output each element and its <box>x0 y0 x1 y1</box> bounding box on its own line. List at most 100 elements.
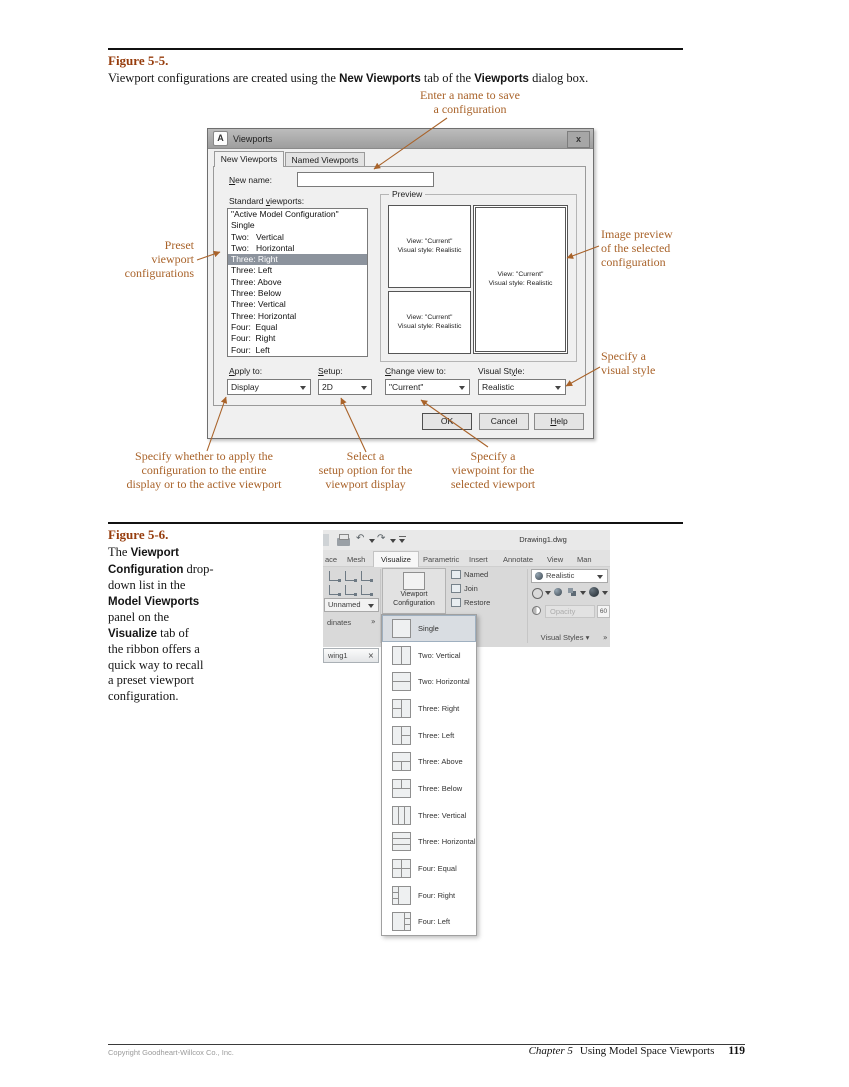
panel-expand-icon[interactable]: » <box>371 617 376 626</box>
menu-item-three-vertical[interactable]: Three: Vertical <box>382 802 476 829</box>
tab-manage-partial[interactable]: Man <box>577 555 592 564</box>
redo-icon[interactable]: ↷ <box>377 533 386 544</box>
file-tab-drawing1[interactable]: wing1× <box>323 648 379 663</box>
chevron-down-icon[interactable] <box>390 539 396 543</box>
help-button[interactable]: Help <box>534 413 584 430</box>
chevron-down-icon[interactable] <box>602 591 608 595</box>
preview-viewport-bottom-left[interactable]: View: "Current" Visual style: Realistic <box>388 291 471 354</box>
menu-item-four-right[interactable]: Four: Right <box>382 882 476 909</box>
viewport-three-below-icon <box>392 778 411 798</box>
menu-item-three-left[interactable]: Three: Left <box>382 722 476 749</box>
edge-effects-icon[interactable] <box>532 588 543 599</box>
cancel-button[interactable]: Cancel <box>479 413 529 430</box>
footer-chapter: Chapter 5 <box>528 1045 573 1057</box>
viewports-dialog: A Viewports x New Viewports Named Viewpo… <box>207 128 594 439</box>
menu-item-three-below[interactable]: Three: Below <box>382 775 476 802</box>
menu-item-two-horizontal[interactable]: Two: Horizontal <box>382 668 476 695</box>
menu-item-four-equal[interactable]: Four: Equal <box>382 855 476 882</box>
change-view-select[interactable]: "Current" <box>385 379 470 395</box>
list-item[interactable]: Two: Horizontal <box>231 242 295 253</box>
preview-viewport-right-selected[interactable]: View: "Current" Visual style: Realistic <box>473 205 568 354</box>
menu-item-two-vertical[interactable]: Two: Vertical <box>382 642 476 669</box>
chevron-down-icon[interactable] <box>545 591 551 595</box>
annotation-apply-to: Specify whether to apply the configurati… <box>126 449 282 491</box>
tab-page: New name: Standard viewports: "Active Mo… <box>213 166 586 406</box>
list-item[interactable]: Four: Equal <box>231 321 278 332</box>
join-button[interactable]: Join <box>451 584 478 593</box>
opacity-icon[interactable] <box>532 606 541 615</box>
apply-to-select[interactable]: Display <box>227 379 311 395</box>
figure6-caption: The Viewport Configuration drop- down li… <box>108 545 308 704</box>
viewport-configuration-label: Viewport Configuration <box>393 591 435 607</box>
ucs-icon[interactable] <box>361 571 373 582</box>
panel-expand-icon[interactable]: » <box>603 633 608 642</box>
chevron-down-icon[interactable] <box>580 591 586 595</box>
restore-viewports-icon <box>451 598 461 607</box>
list-item[interactable]: Three: Left <box>231 265 273 276</box>
restore-button[interactable]: Restore <box>451 598 490 607</box>
ucs-icon[interactable] <box>329 571 341 582</box>
ucs-named-select[interactable]: Unnamed <box>324 598 379 612</box>
chevron-down-icon[interactable] <box>369 539 375 543</box>
face-effects-icon[interactable] <box>568 588 573 593</box>
tab-new-viewports[interactable]: New Viewports <box>214 151 284 167</box>
visual-styles-panel-label[interactable]: Visual Styles ▾ <box>540 633 590 642</box>
close-icon[interactable]: x <box>567 131 590 148</box>
list-item[interactable]: Four: Right <box>231 333 276 344</box>
partial-icon <box>323 534 329 546</box>
opacity-value[interactable]: 60 <box>597 605 610 618</box>
menu-item-four-left[interactable]: Four: Left <box>382 908 476 935</box>
visual-style-select[interactable]: Realistic <box>478 379 566 395</box>
printer-icon[interactable] <box>337 534 350 546</box>
ucs-icon[interactable] <box>329 585 341 596</box>
list-item[interactable]: "Active Model Configuration" <box>231 209 339 219</box>
menu-item-three-above[interactable]: Three: Above <box>382 748 476 775</box>
tab-named-viewports[interactable]: Named Viewports <box>285 152 365 167</box>
list-item[interactable]: Three: Horizontal <box>231 310 297 321</box>
setup-label: Setup: <box>318 366 343 376</box>
undo-icon[interactable]: ↶ <box>356 533 365 544</box>
new-name-input[interactable] <box>297 172 434 187</box>
tab-view[interactable]: View <box>547 555 564 564</box>
list-item[interactable]: Three: Above <box>231 276 282 287</box>
list-item[interactable]: Two: Vertical <box>231 231 284 242</box>
environment-sphere-icon[interactable] <box>589 587 599 597</box>
ucs-icon[interactable] <box>345 571 357 582</box>
tab-parametric[interactable]: Parametric <box>423 555 460 564</box>
tab-surface-partial[interactable]: ace <box>325 555 338 564</box>
named-button[interactable]: Named <box>451 570 488 579</box>
qat-customize-icon[interactable] <box>399 536 406 537</box>
annotation-enter-name: Enter a name to save a configuration <box>420 88 520 116</box>
annotation-preset-configurations: Preset viewport configurations <box>124 238 194 280</box>
list-item[interactable]: Three: Vertical <box>231 299 286 310</box>
shaded-sphere-icon[interactable] <box>554 588 562 596</box>
realistic-style-icon <box>535 572 543 580</box>
preview-viewport-top-left[interactable]: View: "Current" Visual style: Realistic <box>388 205 471 288</box>
list-item[interactable]: Four: Left <box>231 344 270 355</box>
menu-item-three-horizontal[interactable]: Three: Horizontal <box>382 828 476 855</box>
menu-item-three-right[interactable]: Three: Right <box>382 695 476 722</box>
caption-text: panel on the <box>108 610 170 624</box>
tab-insert[interactable]: Insert <box>469 555 488 564</box>
close-icon[interactable]: × <box>367 651 374 660</box>
viewport-single-icon <box>403 572 425 590</box>
setup-select[interactable]: 2D <box>318 379 372 395</box>
viewport-three-horizontal-icon <box>392 832 411 852</box>
ucs-icon[interactable] <box>345 585 357 596</box>
list-item-selected[interactable]: Three: Right <box>228 254 367 266</box>
tab-mesh[interactable]: Mesh <box>347 555 366 564</box>
opacity-slider[interactable]: Opacity <box>545 605 595 618</box>
viewport-configuration-button[interactable]: Viewport Configuration <box>382 568 446 614</box>
list-item[interactable]: Three: Below <box>231 288 282 299</box>
standard-viewports-list[interactable]: "Active Model Configuration" Single Two:… <box>227 208 368 357</box>
ok-button[interactable]: OK <box>422 413 472 430</box>
tab-annotate[interactable]: Annotate <box>503 555 534 564</box>
tab-visualize-active[interactable]: Visualize <box>373 551 419 567</box>
menu-item-single[interactable]: Single <box>382 615 476 642</box>
visual-style-gallery-select[interactable]: Realistic <box>531 569 608 583</box>
viewport-three-left-icon <box>392 725 411 745</box>
list-item[interactable]: Single <box>231 220 255 231</box>
ucs-icon[interactable] <box>361 585 373 596</box>
dialog-titlebar[interactable]: A Viewports x <box>208 129 593 149</box>
